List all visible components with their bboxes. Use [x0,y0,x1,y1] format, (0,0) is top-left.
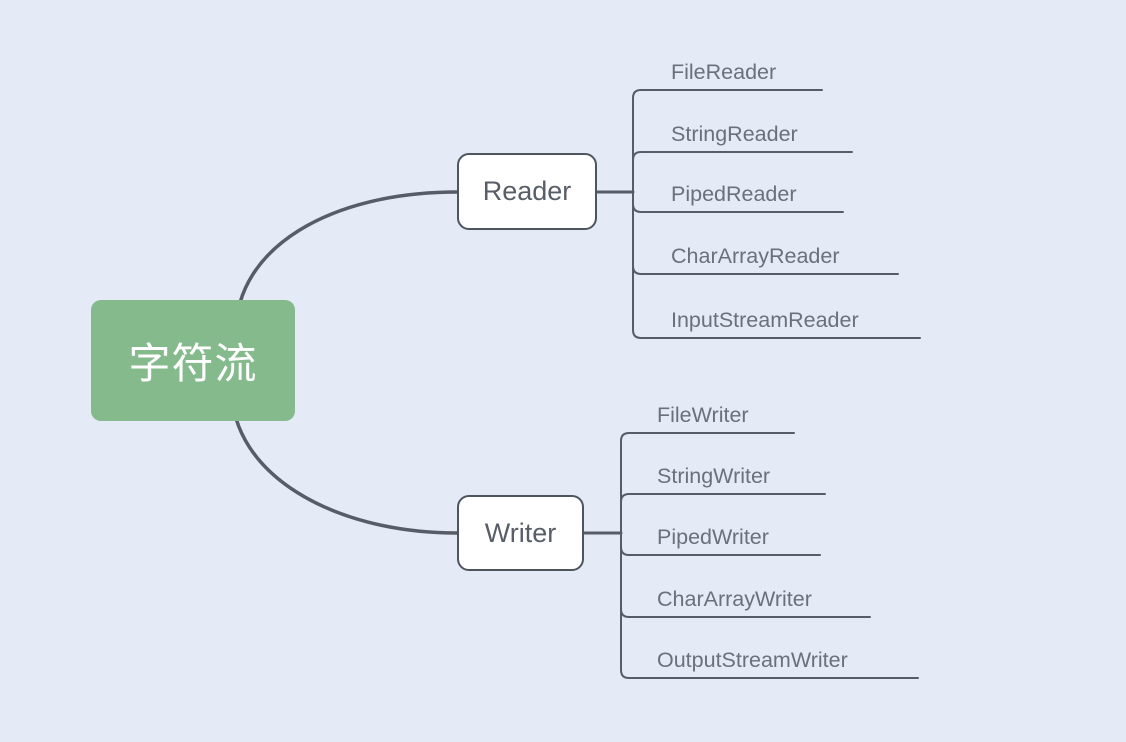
child-node-stringwriter[interactable]: StringWriter [657,464,771,488]
root-node-char-stream[interactable]: 字符流 [91,300,295,421]
edge-reader-child-inputstreamreader [632,191,921,339]
child-node-pipedwriter[interactable]: PipedWriter [657,525,769,549]
child-node-pipedreader[interactable]: PipedReader [671,182,797,206]
edge-reader-child-stringreader [632,151,853,193]
child-node-chararrayreader[interactable]: CharArrayReader [671,244,840,268]
child-node-inputstreamreader[interactable]: InputStreamReader [671,308,859,332]
branch-node-writer[interactable]: Writer [457,495,584,571]
edge-root-to-writer [230,388,459,535]
branch-node-reader[interactable]: Reader [457,153,597,230]
child-node-chararraywriter[interactable]: CharArrayWriter [657,587,812,611]
edge-writer-child-filewriter [620,432,795,534]
edge-reader-child-filereader [632,89,823,193]
root-node-label: 字符流 [128,340,258,387]
child-node-filewriter[interactable]: FileWriter [657,403,749,427]
writer-node-label: Writer [484,517,557,548]
child-node-stringreader[interactable]: StringReader [671,122,798,146]
edge-writer-child-outputstreamwriter [620,532,919,679]
reader-node-label: Reader [482,176,572,206]
child-node-filereader[interactable]: FileReader [671,60,777,84]
edge-writer-child-stringwriter [620,493,826,534]
child-node-outputstreamwriter[interactable]: OutputStreamWriter [657,648,848,672]
